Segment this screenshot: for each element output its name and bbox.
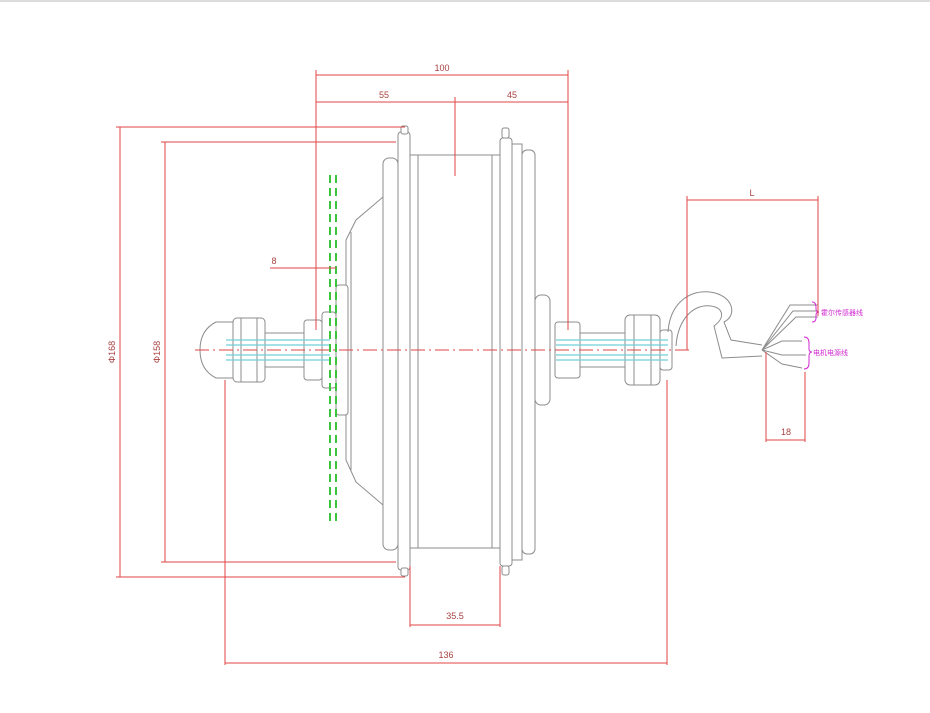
left-rim-top-nub — [400, 125, 409, 135]
wire-labels: 霍尔传感器线 电机电源线 — [803, 301, 863, 370]
left-axle — [199, 311, 337, 389]
hall-wire-label: 霍尔传感器线 — [821, 308, 863, 317]
right-flange-inner — [511, 143, 523, 561]
left-flange — [382, 157, 399, 551]
cable-inner-edge — [675, 305, 763, 359]
phase-wire-brace — [803, 336, 813, 370]
dim-label-flange-offset: 8 — [271, 256, 276, 266]
right-rim-top-nub — [501, 127, 510, 139]
phase-wire-label: 电机电源线 — [813, 348, 848, 357]
left-rim-bottom-nub — [400, 567, 409, 577]
dim-label-overall: 100 — [434, 63, 449, 73]
dimension-outer-diameter: Φ168 — [107, 126, 405, 578]
green-reference-lines — [329, 175, 337, 525]
axle-internal-wires — [226, 339, 668, 361]
top-border — [0, 0, 930, 2]
dim-label-right-width: 45 — [507, 90, 517, 100]
right-flange-outer — [521, 149, 536, 555]
dim-label-rim-width: 35.5 — [446, 611, 464, 621]
dim-label-axle-length: 136 — [438, 650, 453, 660]
dim-label-wire-strip: 18 — [781, 427, 791, 437]
hall-wire-brace — [811, 301, 820, 323]
dim-label-inner-diameter: Φ158 — [152, 341, 162, 363]
motor-cable — [667, 291, 763, 359]
dimension-inner-diameter: Φ158 — [152, 141, 396, 563]
dimension-overall-width: 100 — [315, 63, 569, 330]
motor-drum — [409, 154, 501, 549]
dimension-cable-length: L — [686, 188, 819, 350]
dim-label-outer-diameter: Φ168 — [107, 341, 117, 363]
dimension-wire-strip: 18 — [765, 352, 806, 442]
wire-fan — [761, 304, 818, 369]
dimension-rim-width: 35.5 — [409, 566, 501, 627]
left-side-cover — [345, 196, 384, 506]
dimension-split-width: 55 45 — [316, 90, 568, 176]
dimension-axle-length: 136 — [224, 380, 668, 665]
right-rim-bottom-nub — [501, 565, 510, 576]
right-spoke-rim — [499, 137, 513, 567]
cable-outer-edge — [667, 291, 763, 346]
dim-label-left-width: 55 — [379, 90, 389, 100]
dim-label-cable-length: L — [749, 188, 754, 198]
left-spoke-rim — [397, 131, 411, 571]
right-axle — [554, 314, 673, 386]
dimension-flange-offset: 8 — [270, 256, 336, 269]
motor-body — [335, 125, 551, 577]
